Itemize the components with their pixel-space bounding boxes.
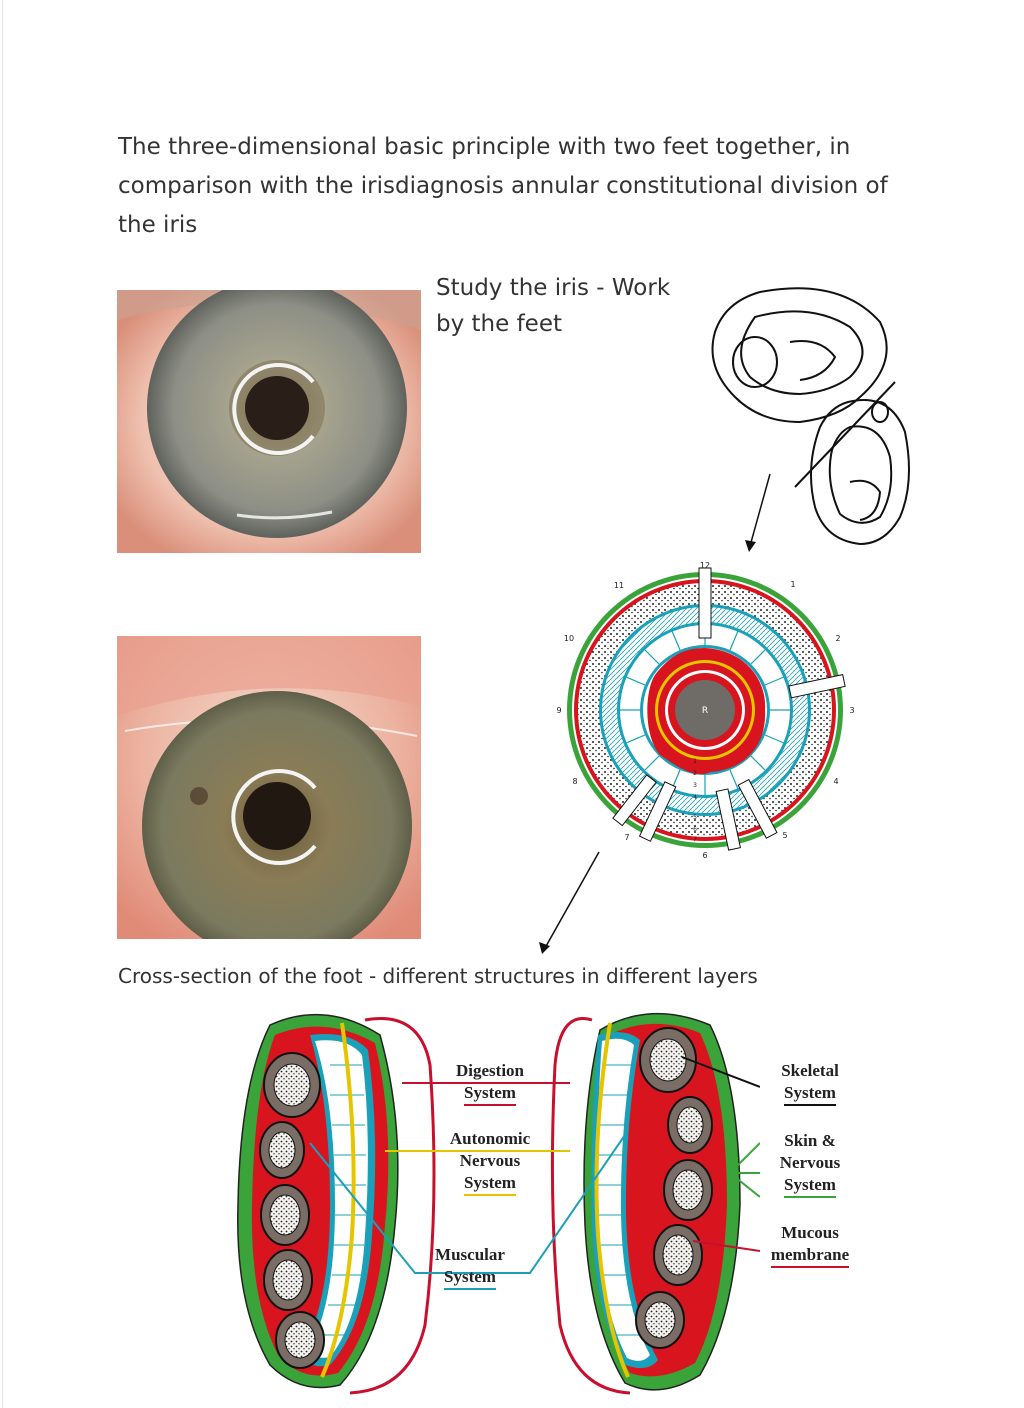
label-digestion-line1: Digestion	[456, 1061, 524, 1080]
label-skeletal-line1: Skeletal	[781, 1061, 839, 1080]
zone-number-3: 3	[693, 782, 697, 789]
arrow-chart-to-section	[539, 851, 600, 954]
clock-label-9: 9	[556, 706, 561, 715]
label-skin-line1: Skin &	[784, 1131, 836, 1150]
label-skeletal-line2: System	[784, 1082, 836, 1106]
eye-photo-top	[117, 290, 421, 553]
label-autonomic-line1: Autonomic	[449, 1129, 531, 1148]
label-autonomic-line2: Nervous	[459, 1151, 521, 1170]
zone-number-6: 6	[693, 826, 697, 833]
clock-label-8: 8	[572, 777, 577, 786]
zone-number-2: 2	[693, 770, 697, 777]
scan-edge	[2, 0, 3, 1408]
arrow-sketch-to-chart	[745, 473, 771, 552]
clock-label-12: 12	[700, 561, 710, 570]
zone-number-5: 5	[693, 814, 697, 821]
label-digestion-system: Digestion System	[440, 1060, 540, 1106]
label-muscular-line2: System	[444, 1266, 496, 1290]
left-foot-section	[237, 1013, 436, 1395]
clock-label-7: 7	[624, 833, 629, 842]
clock-label-5: 5	[782, 831, 787, 840]
label-digestion-line2: System	[464, 1082, 516, 1106]
label-skin-line3: System	[784, 1174, 836, 1198]
iris-constitutional-chart: 12 1 2 3 4 5 6 7 8 9 10 11 R 1 2 3 4 5 6…	[556, 561, 854, 860]
label-autonomic-line3: System	[464, 1172, 516, 1196]
clock-label-11: 11	[614, 581, 624, 590]
feet-outline-sketch	[711, 287, 910, 546]
label-skeletal-system: Skeletal System	[760, 1060, 860, 1106]
right-foot-section	[550, 1012, 741, 1395]
label-mucous-line2: membrane	[770, 1244, 850, 1268]
label-mucous-membrane: Mucous membrane	[750, 1222, 870, 1268]
foot-cross-section-diagram	[237, 1012, 760, 1395]
zone-number-1: 1	[693, 758, 697, 765]
page-subtitle: Study the iris - Work by the feet	[436, 275, 671, 337]
eye-photo-bottom	[117, 636, 421, 939]
clock-label-10: 10	[564, 634, 574, 643]
clock-label-3: 3	[849, 706, 854, 715]
clock-label-2: 2	[835, 634, 840, 643]
label-autonomic-nervous-system: Autonomic Nervous System	[440, 1128, 540, 1196]
label-mucous-line1: Mucous	[781, 1223, 839, 1242]
page-title: The three-dimensional basic principle wi…	[118, 134, 888, 238]
label-skin-nervous-system: Skin & Nervous System	[760, 1130, 860, 1198]
zone-number-7: 7	[693, 836, 697, 843]
label-muscular-line1: Muscular	[435, 1245, 505, 1264]
clock-label-4: 4	[833, 777, 838, 786]
clock-label-6: 6	[702, 851, 707, 860]
cross-section-caption: Cross-section of the foot - different st…	[118, 964, 758, 988]
clock-label-1: 1	[790, 580, 795, 589]
iris-center-label: R	[702, 706, 708, 716]
label-skin-line2: Nervous	[779, 1153, 841, 1172]
zone-number-4: 4	[693, 794, 697, 801]
label-muscular-system: Muscular System	[420, 1244, 520, 1290]
